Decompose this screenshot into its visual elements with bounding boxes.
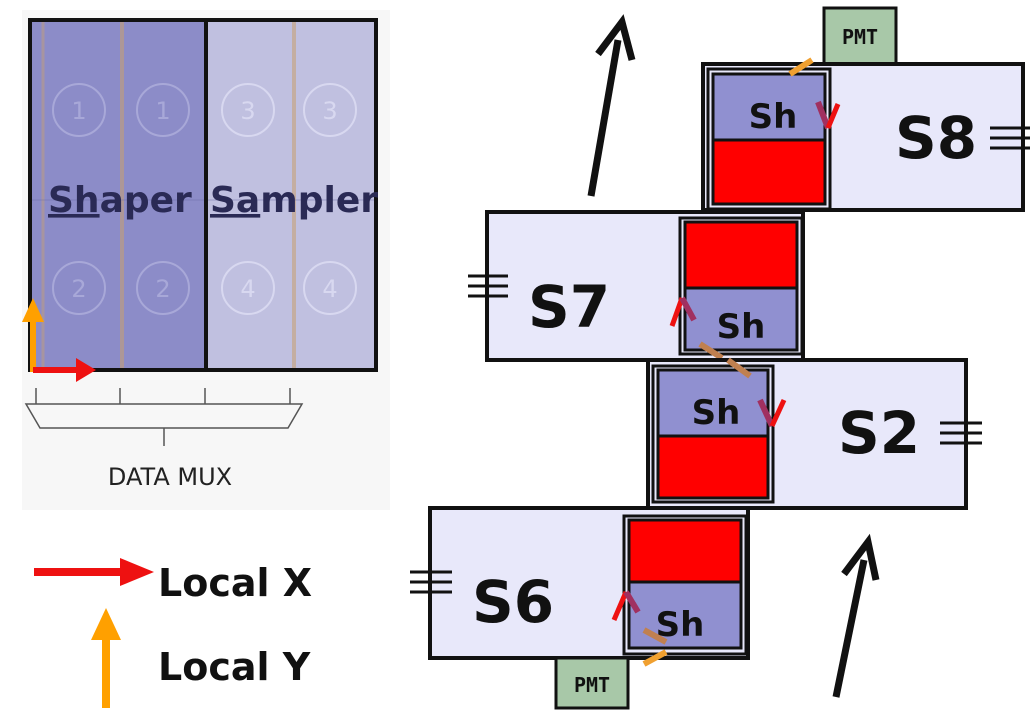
local-x-label: Local X	[158, 561, 312, 605]
pmt-bottom-label: PMT	[574, 673, 610, 697]
cell-number: 4	[240, 275, 255, 303]
sensor-s8-label: S8	[895, 104, 977, 172]
sensor-s6-label: S6	[472, 568, 554, 636]
cell-number: 1	[71, 97, 86, 125]
shaper-tag: Sh	[692, 393, 741, 433]
cell-number: 3	[240, 97, 255, 125]
cell-circles	[52, 83, 357, 315]
pmt-top-label: PMT	[842, 25, 878, 49]
chip-floorplan: 1 1 3 3 2 2 4 4 Shaper Sampler DATA MUX	[22, 10, 390, 510]
sampler-block	[206, 20, 376, 370]
cell-number: 3	[322, 97, 337, 125]
direction-arrow-top	[587, 39, 622, 197]
cell-number: 1	[155, 97, 170, 125]
sensor-s8: Sh S8	[701, 57, 1030, 212]
shaper-block	[30, 20, 206, 370]
cell-number: 2	[71, 275, 86, 303]
data-mux-label: DATA MUX	[108, 463, 232, 491]
sampler-label: Sampler	[210, 180, 378, 221]
cell-number: 2	[155, 275, 170, 303]
local-y-label: Local Y	[158, 645, 311, 689]
sensor-stack: PMT Sh S8 Sh S7	[410, 6, 1030, 710]
legend: Local X Local Y	[34, 558, 312, 708]
pmt-bottom	[554, 656, 630, 710]
sensor-s2-label: S2	[838, 399, 920, 467]
direction-arrow-bottom	[832, 559, 868, 698]
shaper-label: Shaper	[48, 180, 192, 221]
sensor-s7-label: S7	[528, 273, 610, 341]
data-mux	[24, 388, 304, 446]
sensor-s7: Sh S7	[468, 210, 805, 362]
sensor-s2: Sh S2	[646, 357, 982, 510]
cell-number: 4	[322, 275, 337, 303]
sensor-s6: Sh S6	[410, 506, 750, 667]
shaper-tag: Sh	[749, 97, 798, 137]
pmt-top	[822, 6, 898, 68]
shaper-tag: Sh	[717, 307, 766, 347]
